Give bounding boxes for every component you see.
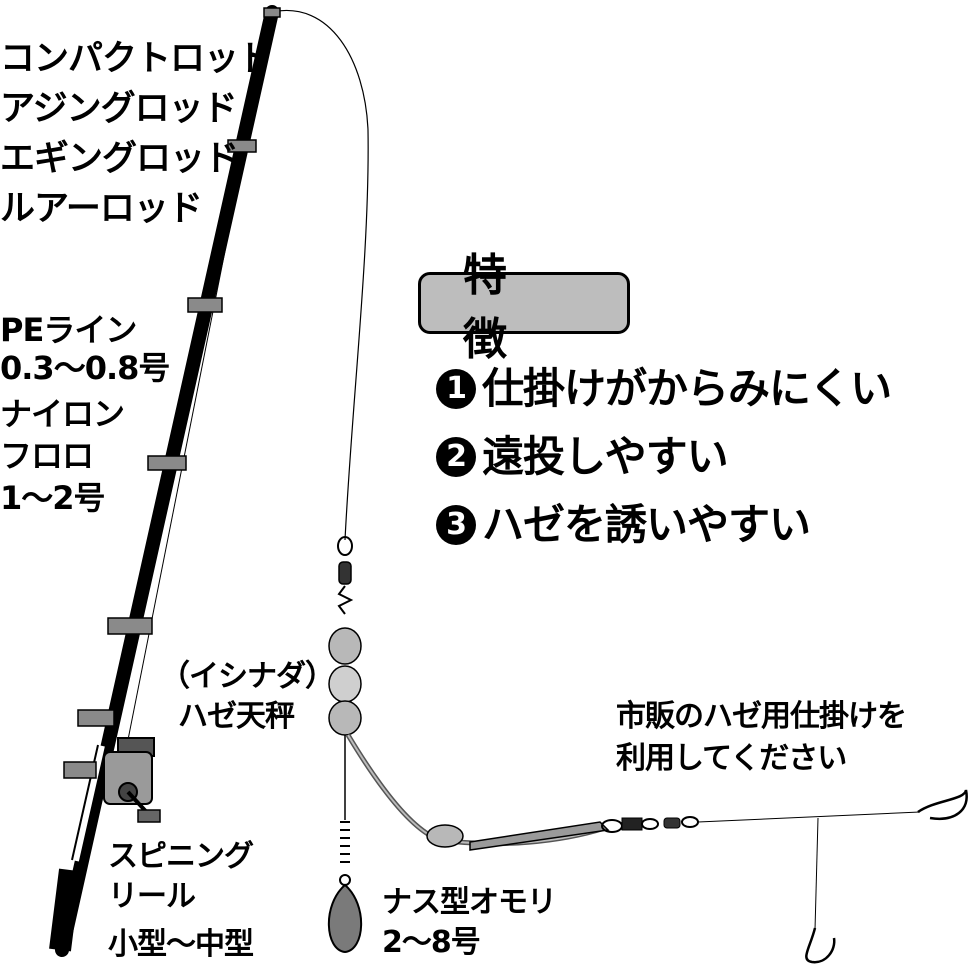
sinker-size-label: 2〜8号 <box>382 925 481 960</box>
hook-icon-2 <box>805 927 836 964</box>
feature-item-1: 1 仕掛けがからみにくい <box>436 364 892 413</box>
rig-note-2: 利用してください <box>616 741 847 776</box>
sinker-icon <box>327 883 363 954</box>
rod-type-2: アジングロッド <box>0 89 238 129</box>
rod-type-3: エギングロッド <box>0 139 239 179</box>
snap-swivel-icon <box>601 816 699 833</box>
feature-text-1: 仕掛けがからみにくい <box>482 364 892 413</box>
spinning-reel-icon <box>103 737 161 823</box>
rod-type-4: ルアーロッド <box>0 189 203 229</box>
float-bead <box>426 824 464 848</box>
tenbin-beads <box>328 627 362 736</box>
number-badge-1: 1 <box>436 369 476 409</box>
leader-line <box>697 811 921 823</box>
feature-text-2: 遠投しやすい <box>482 432 729 481</box>
tenbin-label-2: ハゼ天秤 <box>178 699 295 734</box>
feature-item-2: 2 遠投しやすい <box>436 432 729 481</box>
reel-label-2: リール <box>108 879 196 914</box>
number-badge-3: 3 <box>436 505 476 545</box>
main-line <box>271 9 369 541</box>
nylon-size: 1〜2号 <box>0 479 106 517</box>
swivel-icon <box>337 536 354 615</box>
nylon-label: ナイロン <box>0 395 125 433</box>
fluoro-label: フロロ <box>0 437 94 475</box>
hook-icon-1 <box>917 789 968 821</box>
rig-note-1: 市販のハゼ用仕掛けを <box>616 699 907 734</box>
number-badge-2: 2 <box>436 437 476 477</box>
features-title: 特徴 <box>418 250 630 365</box>
sinker-label: ナス型オモリ <box>382 885 557 920</box>
reel-label-1: スピニング <box>108 839 254 874</box>
rod-type-1: コンパクトロッド <box>0 39 273 79</box>
pe-line-label: PEライン <box>0 311 137 349</box>
feature-text-3: ハゼを誘いやすい <box>482 500 811 549</box>
branch-line <box>814 817 819 931</box>
rod-guides <box>63 139 257 779</box>
feature-item-3: 3 ハゼを誘いやすい <box>436 500 811 549</box>
sinker-spring <box>340 821 350 863</box>
tenbin-label-1: （イシナダ） <box>160 659 335 694</box>
reel-size-label: 小型〜中型 <box>108 927 254 962</box>
pe-line-size: 0.3〜0.8号 <box>0 349 170 387</box>
